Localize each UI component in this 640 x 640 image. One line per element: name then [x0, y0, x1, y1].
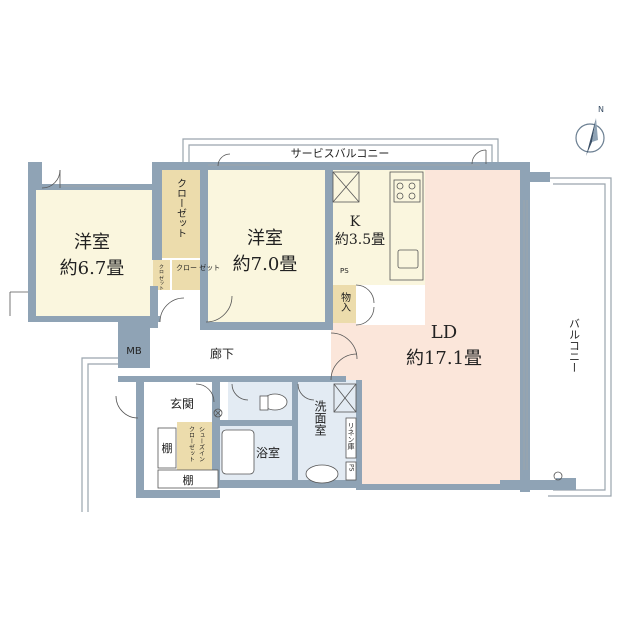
shelf-upper-label: 棚 [162, 441, 173, 455]
closet-small-a-label: クロ ゼット [158, 264, 164, 291]
closet-small-b-label: クロー ゼット [176, 263, 220, 272]
north-arrow-icon: N [575, 105, 605, 156]
kitchen-fixtures [332, 171, 424, 281]
closet-main-label: クローゼット [175, 178, 187, 238]
western2-size: 約7.0畳 [233, 254, 298, 275]
walls [28, 162, 576, 498]
ps-lower-label: PS [348, 464, 355, 472]
shoe-closet-line1: シューズイン [198, 426, 205, 462]
mb-label: MB [126, 346, 142, 357]
bath-label: 浴室 [256, 445, 280, 460]
ld-name: LD [431, 322, 457, 343]
main-balcony-label: バルコニー [568, 318, 581, 373]
main-balcony [548, 177, 612, 497]
corridor-area [151, 332, 331, 380]
western1-name: 洋室 [74, 232, 110, 253]
western2-name: 洋室 [247, 228, 283, 249]
western-room-1 [36, 188, 158, 316]
wet-fixtures [213, 383, 563, 484]
svg-text:N: N [598, 105, 604, 114]
service-balcony-label: サービスバルコニー [291, 147, 390, 160]
service-balcony [182, 138, 499, 164]
closet-small-b [172, 260, 202, 290]
corridor-label: 廊下 [210, 346, 234, 361]
storeroom-area [333, 285, 356, 323]
shoe-closet-area [177, 422, 215, 470]
ps-upper-label: PS [340, 267, 349, 275]
kitchen-size: 約3.5畳 [335, 232, 385, 248]
linen-label: リネン庫 [347, 422, 355, 451]
entrance-label: 玄関 [170, 396, 194, 411]
door-swings [9, 149, 487, 419]
ld-windows [523, 200, 528, 470]
ld-size: 約17.1畳 [406, 348, 482, 369]
western-room-2 [205, 168, 327, 323]
western1-size: 約6.7畳 [60, 258, 125, 279]
shelves [157, 417, 357, 489]
storeroom-label: 物入 [339, 291, 351, 312]
kitchen-name: K [350, 214, 361, 230]
closet-main [158, 168, 202, 258]
closet-small-a [153, 260, 170, 290]
washroom-label: 洗面室 [313, 400, 327, 436]
shelf-lower-label: 棚 [183, 473, 194, 487]
shoe-closet-line2: クローゼット [188, 426, 195, 462]
